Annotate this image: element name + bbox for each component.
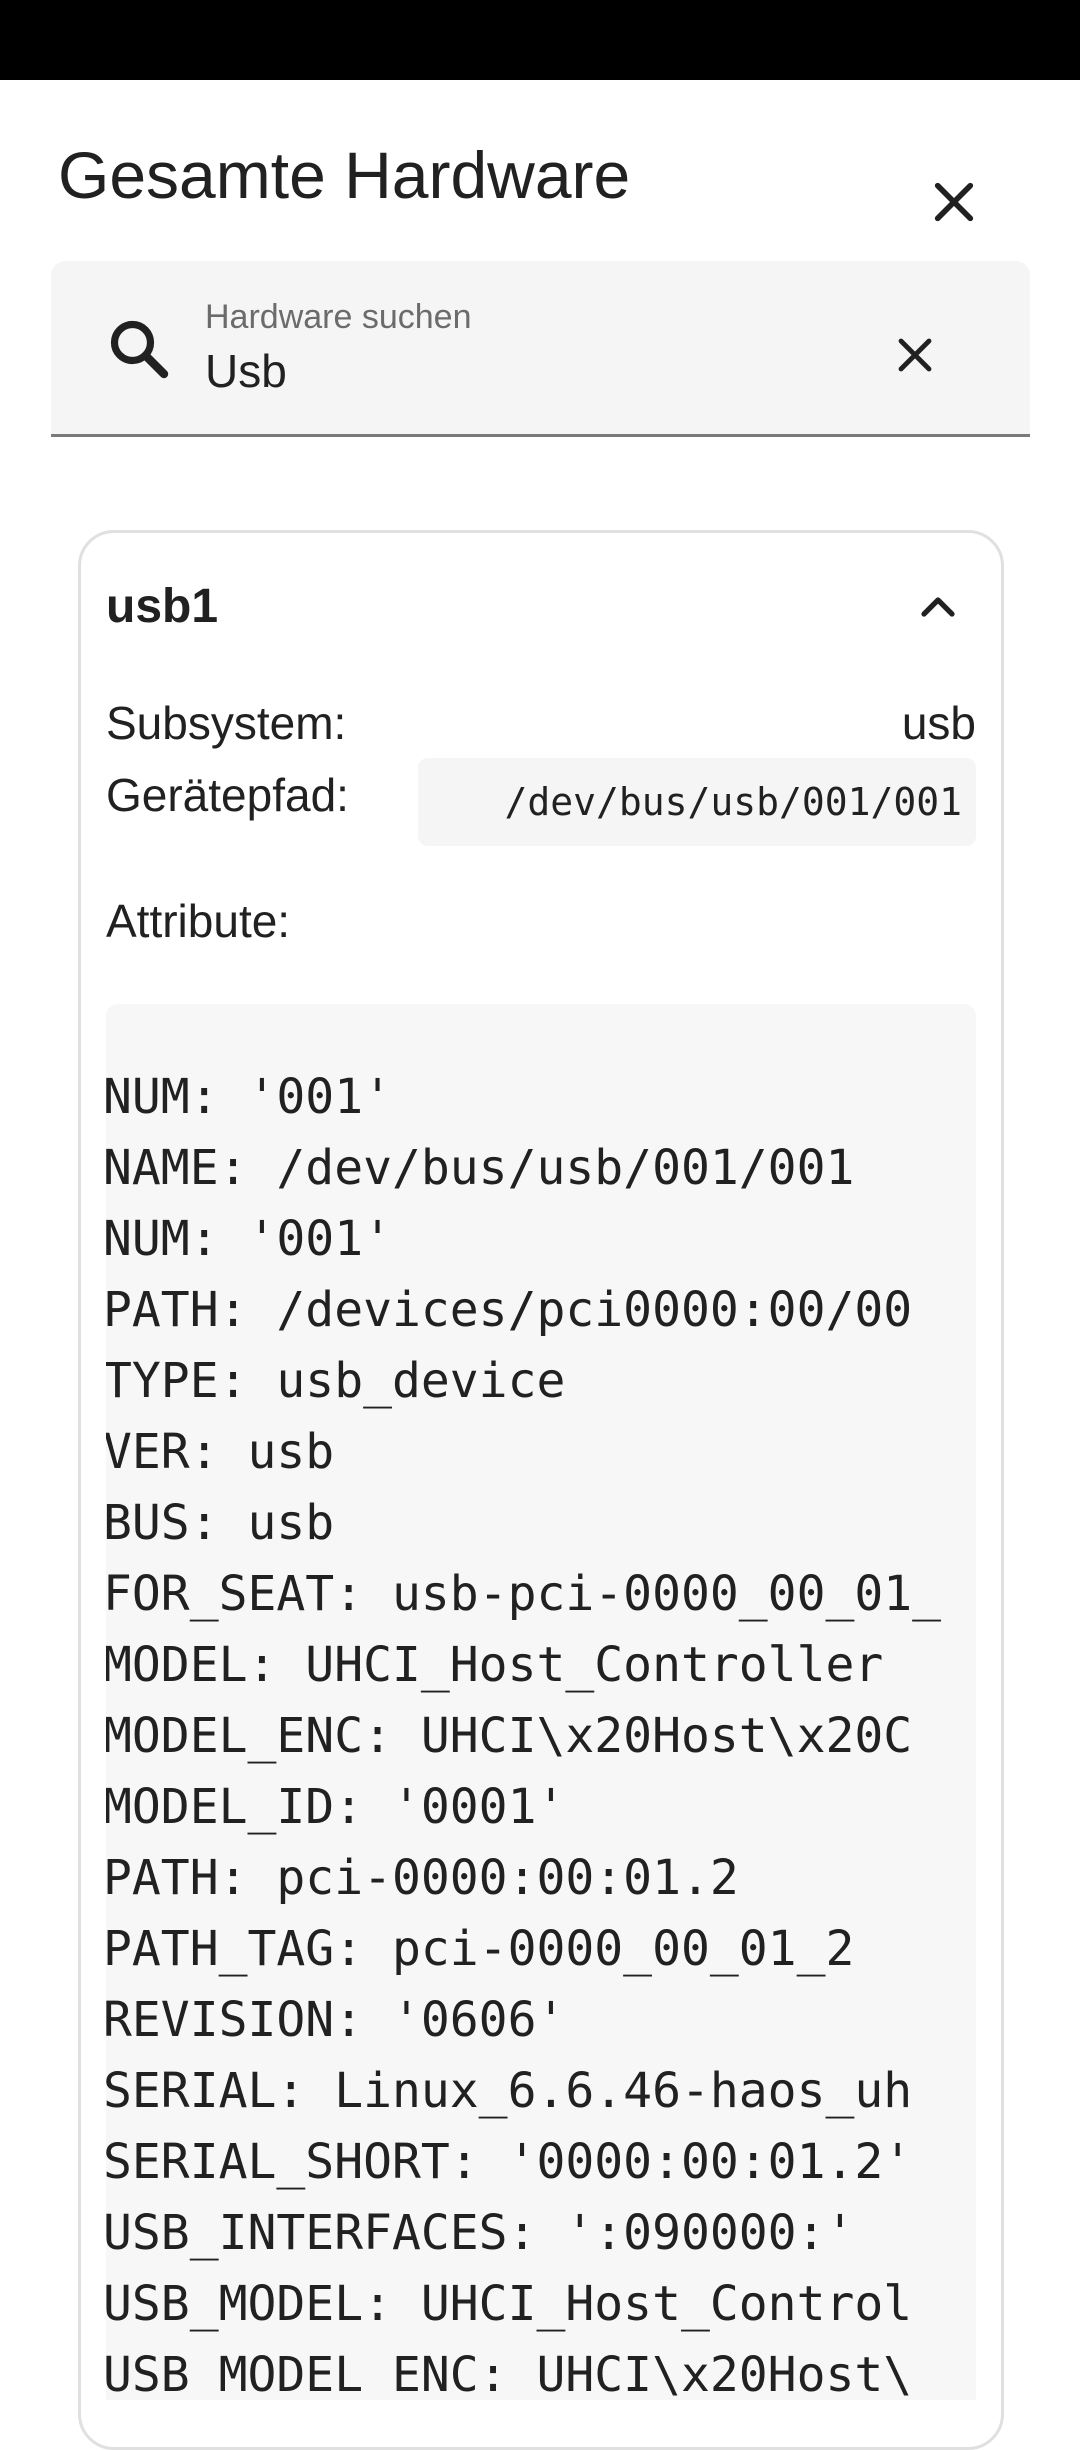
attributes-code-block[interactable]: NUM: '001' NAME: /dev/bus/usb/001/001 NU… <box>106 1004 976 2400</box>
attribute-line: NUM: '001' <box>106 1211 392 1267</box>
status-bar <box>0 0 1080 80</box>
attribute-line: VER: usb <box>106 1424 335 1480</box>
close-dialog-button[interactable] <box>900 148 1008 256</box>
search-icon <box>110 320 169 379</box>
device-path-value: /dev/bus/usb/001/001 <box>418 758 976 846</box>
attribute-line: MODEL: UHCI_Host_Controller <box>106 1637 884 1693</box>
attribute-line: FOR_SEAT: usb-pci-0000_00_01_ <box>106 1566 942 1622</box>
attribute-line: TYPE: usb_device <box>106 1353 566 1409</box>
attribute-line: NAME: /dev/bus/usb/001/001 <box>106 1140 855 1196</box>
attribute-line: SERIAL: Linux_6.6.46-haos_uh <box>106 2063 913 2119</box>
attributes-lines: NUM: '001' NAME: /dev/bus/usb/001/001 NU… <box>106 1062 976 2400</box>
attributes-label: Attribute: <box>106 895 291 947</box>
chevron-up-icon <box>921 597 955 617</box>
collapse-button[interactable] <box>900 570 976 646</box>
attribute-line: BUS: usb <box>106 1495 335 1551</box>
attribute-line: NUM: '001' <box>106 1069 392 1125</box>
subsystem-value: usb <box>901 697 976 749</box>
attribute-line: PATH_TAG: pci-0000_00_01_2 <box>106 1921 855 1977</box>
attribute-line: USB_MODEL_ENC: UHCI\x20Host\ <box>106 2347 913 2400</box>
device-path-label: Gerätepfad: <box>106 769 349 821</box>
attribute-line: REVISION: '0606' <box>106 1992 566 2048</box>
dialog-header: Gesamte Hardware <box>0 80 1080 260</box>
dialog-title: Gesamte Hardware <box>58 138 631 212</box>
clear-icon <box>898 338 932 372</box>
search-input[interactable] <box>205 342 845 400</box>
attribute-line: PATH: /devices/pci0000:00/00 <box>106 1282 913 1338</box>
attribute-line: MODEL_ENC: UHCI\x20Host\x20C <box>106 1708 913 1764</box>
device-name: usb1 <box>106 580 219 633</box>
subsystem-label: Subsystem: <box>106 697 347 749</box>
attribute-line: USB_INTERFACES: ':090000:' <box>106 2205 855 2261</box>
attribute-line: MODEL_ID: '0001' <box>106 1779 566 1835</box>
clear-search-button[interactable] <box>870 310 960 400</box>
attribute-line: USB_MODEL: UHCI_Host_Control <box>106 2276 913 2332</box>
search-label: Hardware suchen <box>205 298 472 336</box>
attribute-line: SERIAL_SHORT: '0000:00:01.2' <box>106 2134 913 2190</box>
close-icon <box>934 182 974 222</box>
attribute-line: PATH: pci-0000:00:01.2 <box>106 1850 739 1906</box>
